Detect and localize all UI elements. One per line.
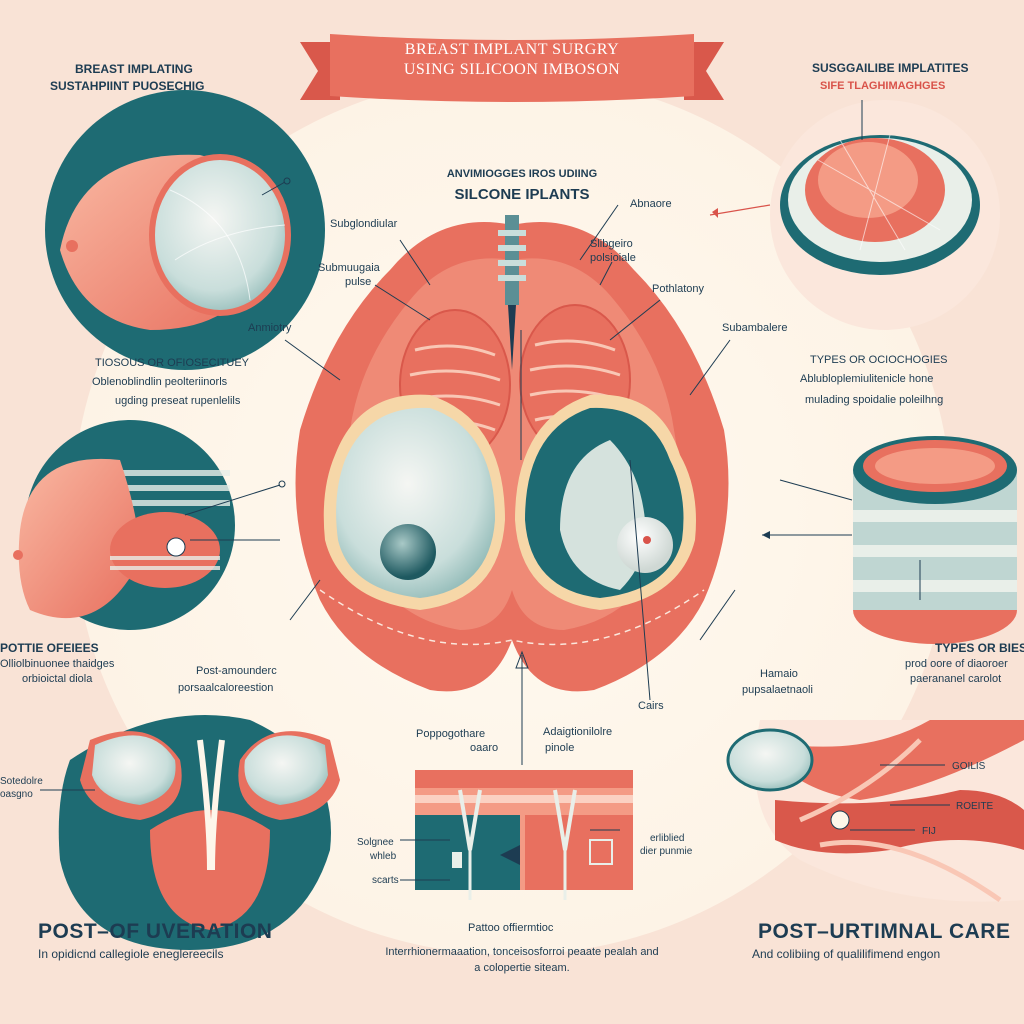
right-mid-text-line1: TYPES OR OCIOCHOGIES (810, 354, 948, 366)
label-erlibled-line1: erliblied (650, 833, 685, 844)
top-left-heading-line1: BREAST IMPLATING (75, 62, 193, 76)
right-lower-mid-line1: Hamaio (760, 668, 798, 680)
label-submuscle-line2: pulse (345, 276, 372, 288)
post-operation-title: POST–OF UVERATION (38, 920, 273, 943)
banner-title-line1: BREAST IMPLANT SURGRY (404, 41, 620, 58)
bottom-right-illustration (726, 720, 1024, 903)
banner-title-line2: USING SILICOON IMBOSON (403, 61, 621, 78)
top-left-breast-illustration (45, 90, 325, 370)
right-lower-mid-line2: pupsalaetnaoli (742, 684, 813, 696)
center-heading-line2: SILCONE IPLANTS (454, 186, 590, 203)
label-erlibled-line2: dier punmie (640, 846, 693, 857)
post-care-subtitle: And colibiing of qualilifimend engon (752, 947, 941, 961)
label-solgnee-line1: Solgnee (357, 837, 394, 848)
label-subambalere: Subambalere (722, 322, 788, 334)
label-cairs: Cairs (638, 700, 664, 712)
label-anatomy: Anmiotry (248, 322, 292, 334)
label-pattoo: Pattoo offiermtioc (468, 922, 554, 934)
center-heading-line1: ANVIMIOGGES IROS UDIING (446, 168, 598, 180)
left-mid-text-line2: Oblenoblindlin peolteriinorls (92, 376, 228, 388)
right-lower-line1: prod oore of diaoroer (905, 658, 1008, 670)
bottom-right-callout-2: ROEITE (956, 801, 994, 812)
label-poppogothare-line1: Poppogothare (416, 728, 486, 740)
left-lower-mid-line2: porsaalcaloreestion (178, 682, 274, 694)
label-adaigaatie-line2: pinole (545, 742, 575, 754)
left-middle-breast-illustration (13, 420, 286, 630)
post-operation-subtitle: In opidicnd callegiole eneglereecils (38, 947, 224, 961)
right-mid-text-line2: Ablubloplemiulitenicle hone (800, 373, 934, 385)
label-slebgeiro-line2: polsioiale (590, 252, 636, 264)
right-mid-text-line3: mulading spoidalie poleilhng (805, 394, 944, 406)
label-solgnee-line2: whleb (370, 851, 397, 862)
label-abnaore: Abnaore (630, 198, 672, 210)
right-lower-line2: paerananel carolot (910, 673, 1002, 685)
top-right-heading-line1: SUSGGAILIBE IMPLATITES (812, 61, 969, 75)
bottom-left-illustration (40, 715, 340, 950)
left-lower-line1: Olliolbinuonee thaidges (0, 658, 115, 670)
post-care-title: POST–URTIMNAL CARE (758, 920, 1011, 943)
bottom-left-callout-line1: Sotedolre (0, 776, 43, 787)
right-middle-implant-stack (762, 436, 1017, 644)
left-mid-text-line1: TIOSOUS OR OFIOSECITUEY (95, 357, 250, 369)
bottom-right-callout-3: FIJ (922, 826, 936, 837)
center-leader-lines (284, 204, 736, 765)
bottom-center-illustration (400, 770, 633, 900)
label-scarts: scarts (372, 875, 399, 886)
left-lower-title: POTTIE OFEIEES (0, 641, 99, 655)
label-poppogothare-line2: oaaro (470, 742, 499, 754)
top-left-heading-line2: SUSTAHPIINT PUOSECHIG (50, 79, 205, 93)
banner-title: BREAST IMPLANT SURGRY USING SILICOON IMB… (404, 40, 620, 80)
label-pothiatony: Pothlatony (652, 283, 704, 295)
bottom-left-callout-line2: oasgno (0, 789, 33, 800)
right-lower-title: TYPES OR BIES (935, 641, 1024, 655)
central-anatomy-illustration (295, 215, 729, 692)
top-right-implant-illustration (709, 100, 1000, 330)
title-ribbon (300, 34, 724, 102)
label-adaigaatie-line1: Adaigtionilolre (543, 726, 613, 738)
label-submuscle-line1: Submuugaia (318, 262, 380, 274)
left-lower-mid-line1: Post-amounderc (196, 665, 277, 677)
left-mid-text-line3: ugding preseat rupenlelils (115, 395, 241, 407)
label-slebgeiro-line1: Slibgeiro (590, 238, 633, 250)
left-lower-line2: orbioictal diola (22, 673, 93, 685)
top-right-heading-line2: SIFE TLAGHIMAGHGES (820, 80, 946, 92)
bottom-center-text-line1: Interrhionermaaation, tonceisosforroi pe… (385, 946, 659, 958)
bottom-right-callout-1: GOILIS (952, 761, 986, 772)
label-subglandular: Subglondiular (330, 218, 398, 230)
bottom-center-text-line2: a colopertie siteam. (474, 962, 570, 974)
